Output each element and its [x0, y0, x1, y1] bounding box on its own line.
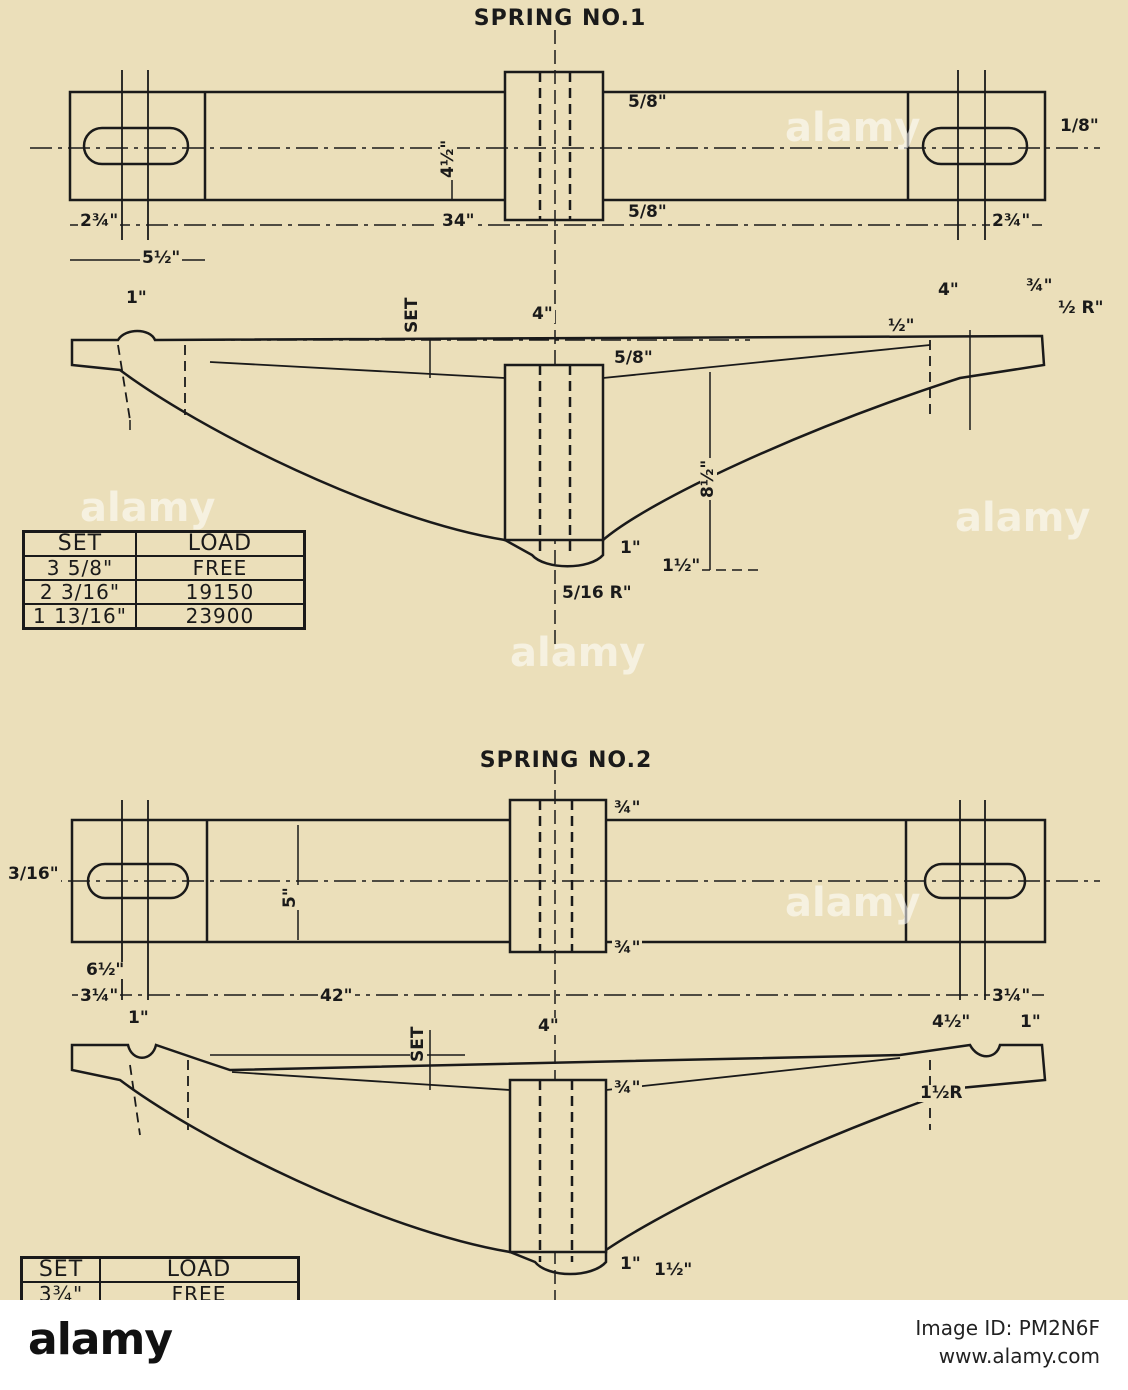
watermark: alamy: [80, 485, 216, 531]
spring2-band-overhang-elev-dim: ¾": [612, 1078, 643, 1098]
spring2-tip-right-dim: 1": [1018, 1012, 1043, 1032]
table-header: SET: [22, 530, 137, 557]
site-url: www.alamy.com: [938, 1344, 1100, 1368]
watermark: alamy: [785, 105, 921, 151]
spring1-band-width-dim: 4": [530, 304, 555, 324]
table-cell: FREE: [134, 555, 306, 581]
spring1-eye-small-dim: ¾": [1024, 276, 1055, 296]
image-id-block: Image ID: PM2N6F www.alamy.com: [915, 1314, 1100, 1370]
watermark: alamy: [955, 495, 1091, 541]
spring1-left-slot: [82, 126, 190, 166]
spring2-end-offset-right-dim: 3¼": [990, 986, 1033, 1006]
spring1-end-offset-dim: 2¾": [78, 211, 121, 231]
table-header: LOAD: [99, 1256, 300, 1283]
table-cell: 3 5/8": [22, 555, 137, 581]
spring1-end-offset-right-dim: 2¾": [990, 211, 1033, 231]
table-row: 2 3/16" 19150: [22, 579, 306, 605]
spring1-title: SPRING NO.1: [473, 6, 647, 31]
spring1-band-overhang-top-dim: 5/8": [626, 92, 669, 112]
spring2-slot-span-dim: 6½": [84, 960, 127, 980]
spring2-tip-dim: 1": [618, 1254, 643, 1274]
spring1-leaf-depth-dim: 4½": [438, 137, 458, 180]
footer-bar: alamy Image ID: PM2N6F www.alamy.com: [0, 1300, 1128, 1390]
spring1-plan-view: [30, 30, 1100, 650]
spring-drawings: [30, 30, 1100, 1300]
spring2-elevation-view: [70, 1030, 1047, 1276]
table-cell: 23900: [134, 603, 306, 630]
table-cell: 1 13/16": [22, 603, 137, 630]
table-row: 3 5/8" FREE: [22, 555, 306, 581]
spring2-slot-height-dim: 3/16": [6, 864, 61, 884]
table-row: 1 13/16" 23900: [22, 603, 306, 630]
table-cell: 2 3/16": [22, 579, 137, 605]
table-header: LOAD: [134, 530, 306, 557]
alamy-logo: alamy: [28, 1314, 173, 1365]
spring1-tip-dim: 1": [618, 538, 643, 558]
spring1-slot-height-dim: 1/8": [1058, 116, 1101, 136]
spring2-eye-radius-dim: 1½R: [918, 1083, 965, 1103]
spring2-end-offset-dim: 3¼": [78, 986, 121, 1006]
watermark: alamy: [785, 880, 921, 926]
table-header-row: SET LOAD: [20, 1256, 300, 1283]
spring1-eye-radius-dim: ½ R": [1056, 298, 1106, 318]
spring1-depth-dim: 8½": [698, 457, 718, 500]
table-cell: 19150: [134, 579, 306, 605]
spring1-tip2-dim: 1½": [660, 556, 703, 576]
spring1-length-dim: 34": [440, 211, 477, 231]
spring2-leaf-depth-dim: 5": [280, 885, 300, 910]
spring1-right-slot: [921, 126, 1029, 166]
spring1-band-overhang-elev-dim: 5/8": [612, 348, 655, 368]
spring1-bottom-radius-dim: 5/16 R": [560, 583, 634, 603]
spring2-band-overhang-bottom-dim: ¾": [612, 938, 643, 958]
spring1-slot-span-dim: 5½": [140, 248, 183, 268]
spring2-length-dim: 42": [318, 986, 355, 1006]
spring2-set-label: SET: [408, 1024, 428, 1064]
spring2-plan-view: [30, 770, 1100, 1300]
image-id: Image ID: PM2N6F: [915, 1316, 1100, 1340]
spring1-band-overhang-bottom-dim: 5/8": [626, 202, 669, 222]
spring2-set-load-table: SET LOAD 3¾" FREE: [20, 1256, 300, 1308]
spring2-slot-width-dim: 1": [126, 1008, 151, 1028]
spring1-eye-offset-dim: 4": [936, 280, 961, 300]
spring1-set-load-table: SET LOAD 3 5/8" FREE 2 3/16" 19150 1 13/…: [22, 530, 306, 630]
spring2-tip2-dim: 1½": [652, 1260, 695, 1280]
spring1-set-label: SET: [402, 295, 422, 335]
spring1-half-dim: ½": [886, 316, 917, 336]
spring2-band-width-dim: 4": [536, 1016, 561, 1036]
spring2-band-overhang-top-dim: ¾": [612, 798, 643, 818]
spring1-slot-width-dim: 1": [124, 288, 149, 308]
spring2-title: SPRING NO.2: [479, 748, 653, 773]
table-header-row: SET LOAD: [22, 530, 306, 557]
table-header: SET: [20, 1256, 101, 1283]
spring1-elevation-view: [70, 329, 1046, 571]
spring2-eye-offset-dim: 4½": [930, 1012, 973, 1032]
watermark: alamy: [510, 630, 646, 676]
